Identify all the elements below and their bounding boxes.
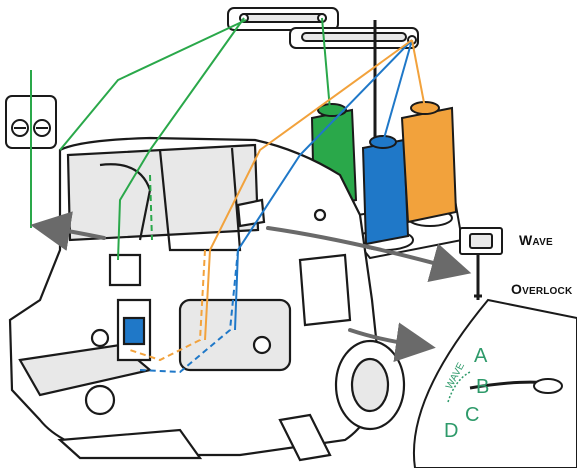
orange-thread-cone — [400, 101, 458, 224]
callout-arrows — [30, 211, 472, 363]
needle-inset — [5, 70, 57, 228]
stitch-dial — [413, 298, 577, 468]
wave-label: Wave — [519, 232, 553, 248]
dial-letter-c: C — [465, 404, 480, 426]
machine-body — [8, 136, 406, 462]
green-thread-path — [59, 17, 331, 261]
dial-letter-a: A — [474, 345, 488, 367]
dial-letter-b: B — [476, 376, 490, 398]
blue-thread-path — [139, 39, 413, 374]
orange-thread-path — [129, 39, 426, 362]
overlock-label: Overlock — [511, 281, 573, 297]
stitch-selector-switch — [459, 227, 503, 300]
dial-letter-d: D — [444, 420, 459, 442]
blue-thread-cone — [361, 135, 410, 246]
